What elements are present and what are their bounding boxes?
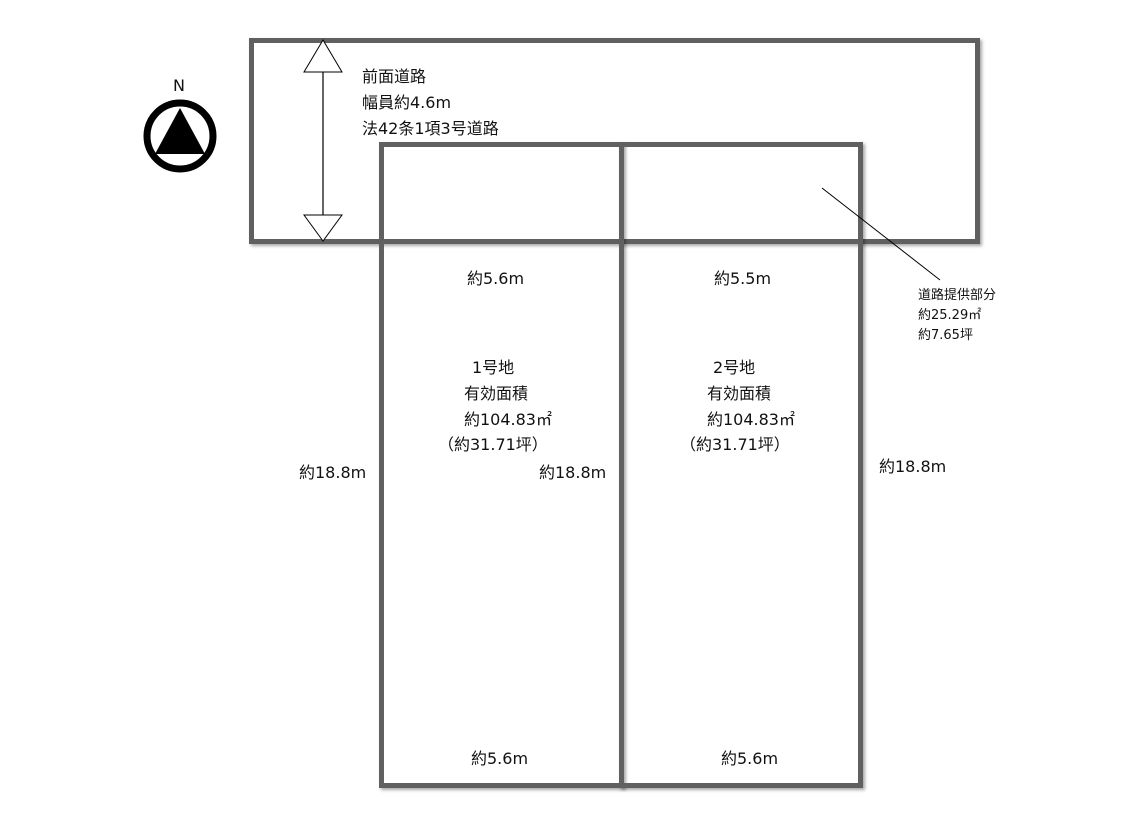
provision-title: 道路提供部分	[918, 288, 997, 303]
lot1-area-tsubo: （約31.71坪）	[438, 435, 548, 454]
lot1-name: 1号地	[472, 358, 515, 377]
lot2-name: 2号地	[713, 358, 756, 377]
provision-area-m2: 約25.29㎡	[918, 308, 982, 323]
lot2-right-depth: 約18.8m	[879, 457, 947, 476]
lot1-left-depth: 約18.8m	[299, 463, 367, 482]
lot1-area-label: 有効面積	[464, 384, 529, 403]
lot1-right-depth: 約18.8m	[539, 463, 607, 482]
lot-2	[619, 142, 863, 788]
provision-area-tsubo: 約7.65坪	[918, 328, 973, 343]
road-legal-type: 法42条1項3号道路	[362, 119, 499, 138]
lot1-top-width: 約5.6m	[467, 269, 525, 288]
lot2-area-label: 有効面積	[707, 384, 772, 403]
north-label: N	[173, 76, 185, 95]
road-width: 幅員約4.6m	[362, 93, 452, 112]
lot2-area-tsubo: （約31.71坪）	[680, 435, 790, 454]
front-road-area	[249, 38, 980, 244]
lot2-top-width: 約5.5m	[714, 269, 772, 288]
compass-icon	[143, 99, 217, 173]
provision-leader-line	[821, 187, 941, 281]
lot1-bottom-width: 約5.6m	[471, 749, 529, 768]
lot2-bottom-width: 約5.6m	[721, 749, 779, 768]
road-width-arrow	[303, 39, 343, 242]
lot1-area-m2: 約104.83㎡	[464, 410, 552, 429]
lot2-area-m2: 約104.83㎡	[707, 410, 795, 429]
road-title: 前面道路	[362, 67, 427, 86]
